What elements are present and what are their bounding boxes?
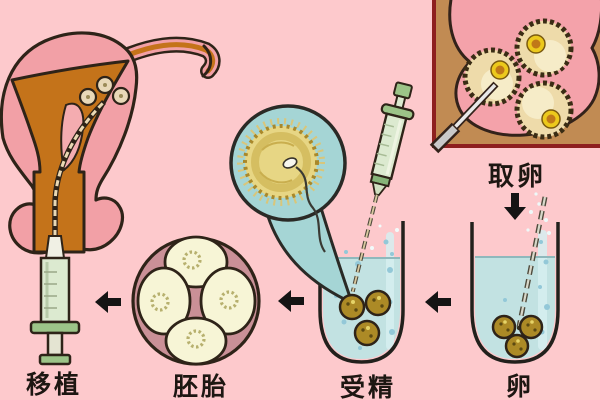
label-egg: 卵 [505, 372, 534, 400]
egg-cell-closeup [237, 118, 325, 206]
label-embryo: 胚胎 [172, 372, 229, 400]
label-fertilization: 受精 [339, 373, 396, 400]
arrow-down-icon [504, 193, 526, 220]
fertilizing-eggs [338, 289, 392, 347]
egg-cell-icon [353, 319, 381, 347]
transfer-catheter [52, 100, 106, 246]
uterus-figure [0, 31, 221, 366]
arrow-left-icon [425, 291, 451, 313]
egg-cell-icon [518, 314, 544, 340]
label-transfer: 移植 [25, 370, 82, 399]
transfer-syringe [29, 235, 81, 366]
fallopian-tube [104, 36, 221, 79]
collected-eggs [491, 314, 544, 359]
egg-cell-icon [504, 333, 530, 359]
follicle-icon [514, 80, 574, 140]
injection-syringe [350, 81, 415, 293]
follicle-icon [514, 18, 574, 78]
egg-cell-icon [491, 314, 517, 340]
egg-collection-beaker [470, 192, 560, 364]
magnifier-callout [229, 104, 354, 305]
arrow-left-icon [278, 290, 304, 312]
embryo-figure [131, 235, 261, 366]
beaker-vessel [318, 219, 405, 364]
label-retrieval: 取卵 [487, 162, 546, 192]
egg-cell-icon [338, 293, 366, 321]
sperm-icon [282, 157, 326, 253]
uterus-embryos [78, 75, 131, 107]
egg-cell-icon [364, 289, 392, 317]
embryo-cell [164, 316, 228, 366]
cell-nuclei [150, 250, 239, 349]
ovary-inset [429, 0, 600, 154]
splash [526, 192, 551, 235]
beaker-vessel [470, 222, 560, 364]
embryo-cell [136, 266, 192, 336]
follicle-icon [462, 47, 522, 107]
flow-arrows [95, 193, 526, 313]
aspiration-needle-icon [429, 81, 499, 154]
arrow-left-icon [95, 291, 121, 313]
embryo-cell [199, 266, 257, 336]
